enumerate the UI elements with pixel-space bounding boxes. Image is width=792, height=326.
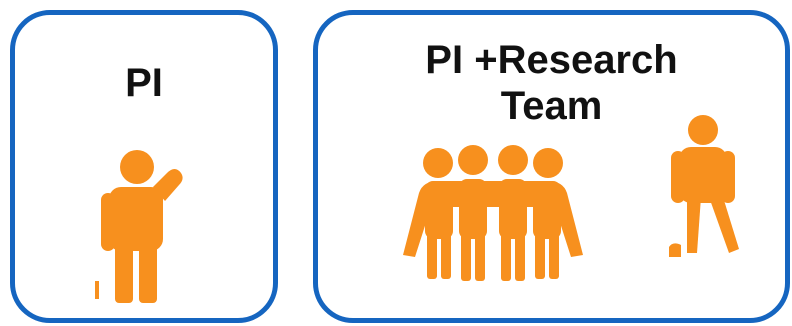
single-person-thinking-icon [95, 150, 183, 303]
standing-person-icon [669, 115, 739, 257]
title-line-2: Team [500, 84, 603, 128]
team-group-icon [403, 145, 583, 281]
title-line-1: PI +Research [425, 38, 678, 82]
pi-panel-title: PI [125, 61, 163, 105]
pi-research-team-panel-title: PI +Research Team [318, 37, 785, 129]
